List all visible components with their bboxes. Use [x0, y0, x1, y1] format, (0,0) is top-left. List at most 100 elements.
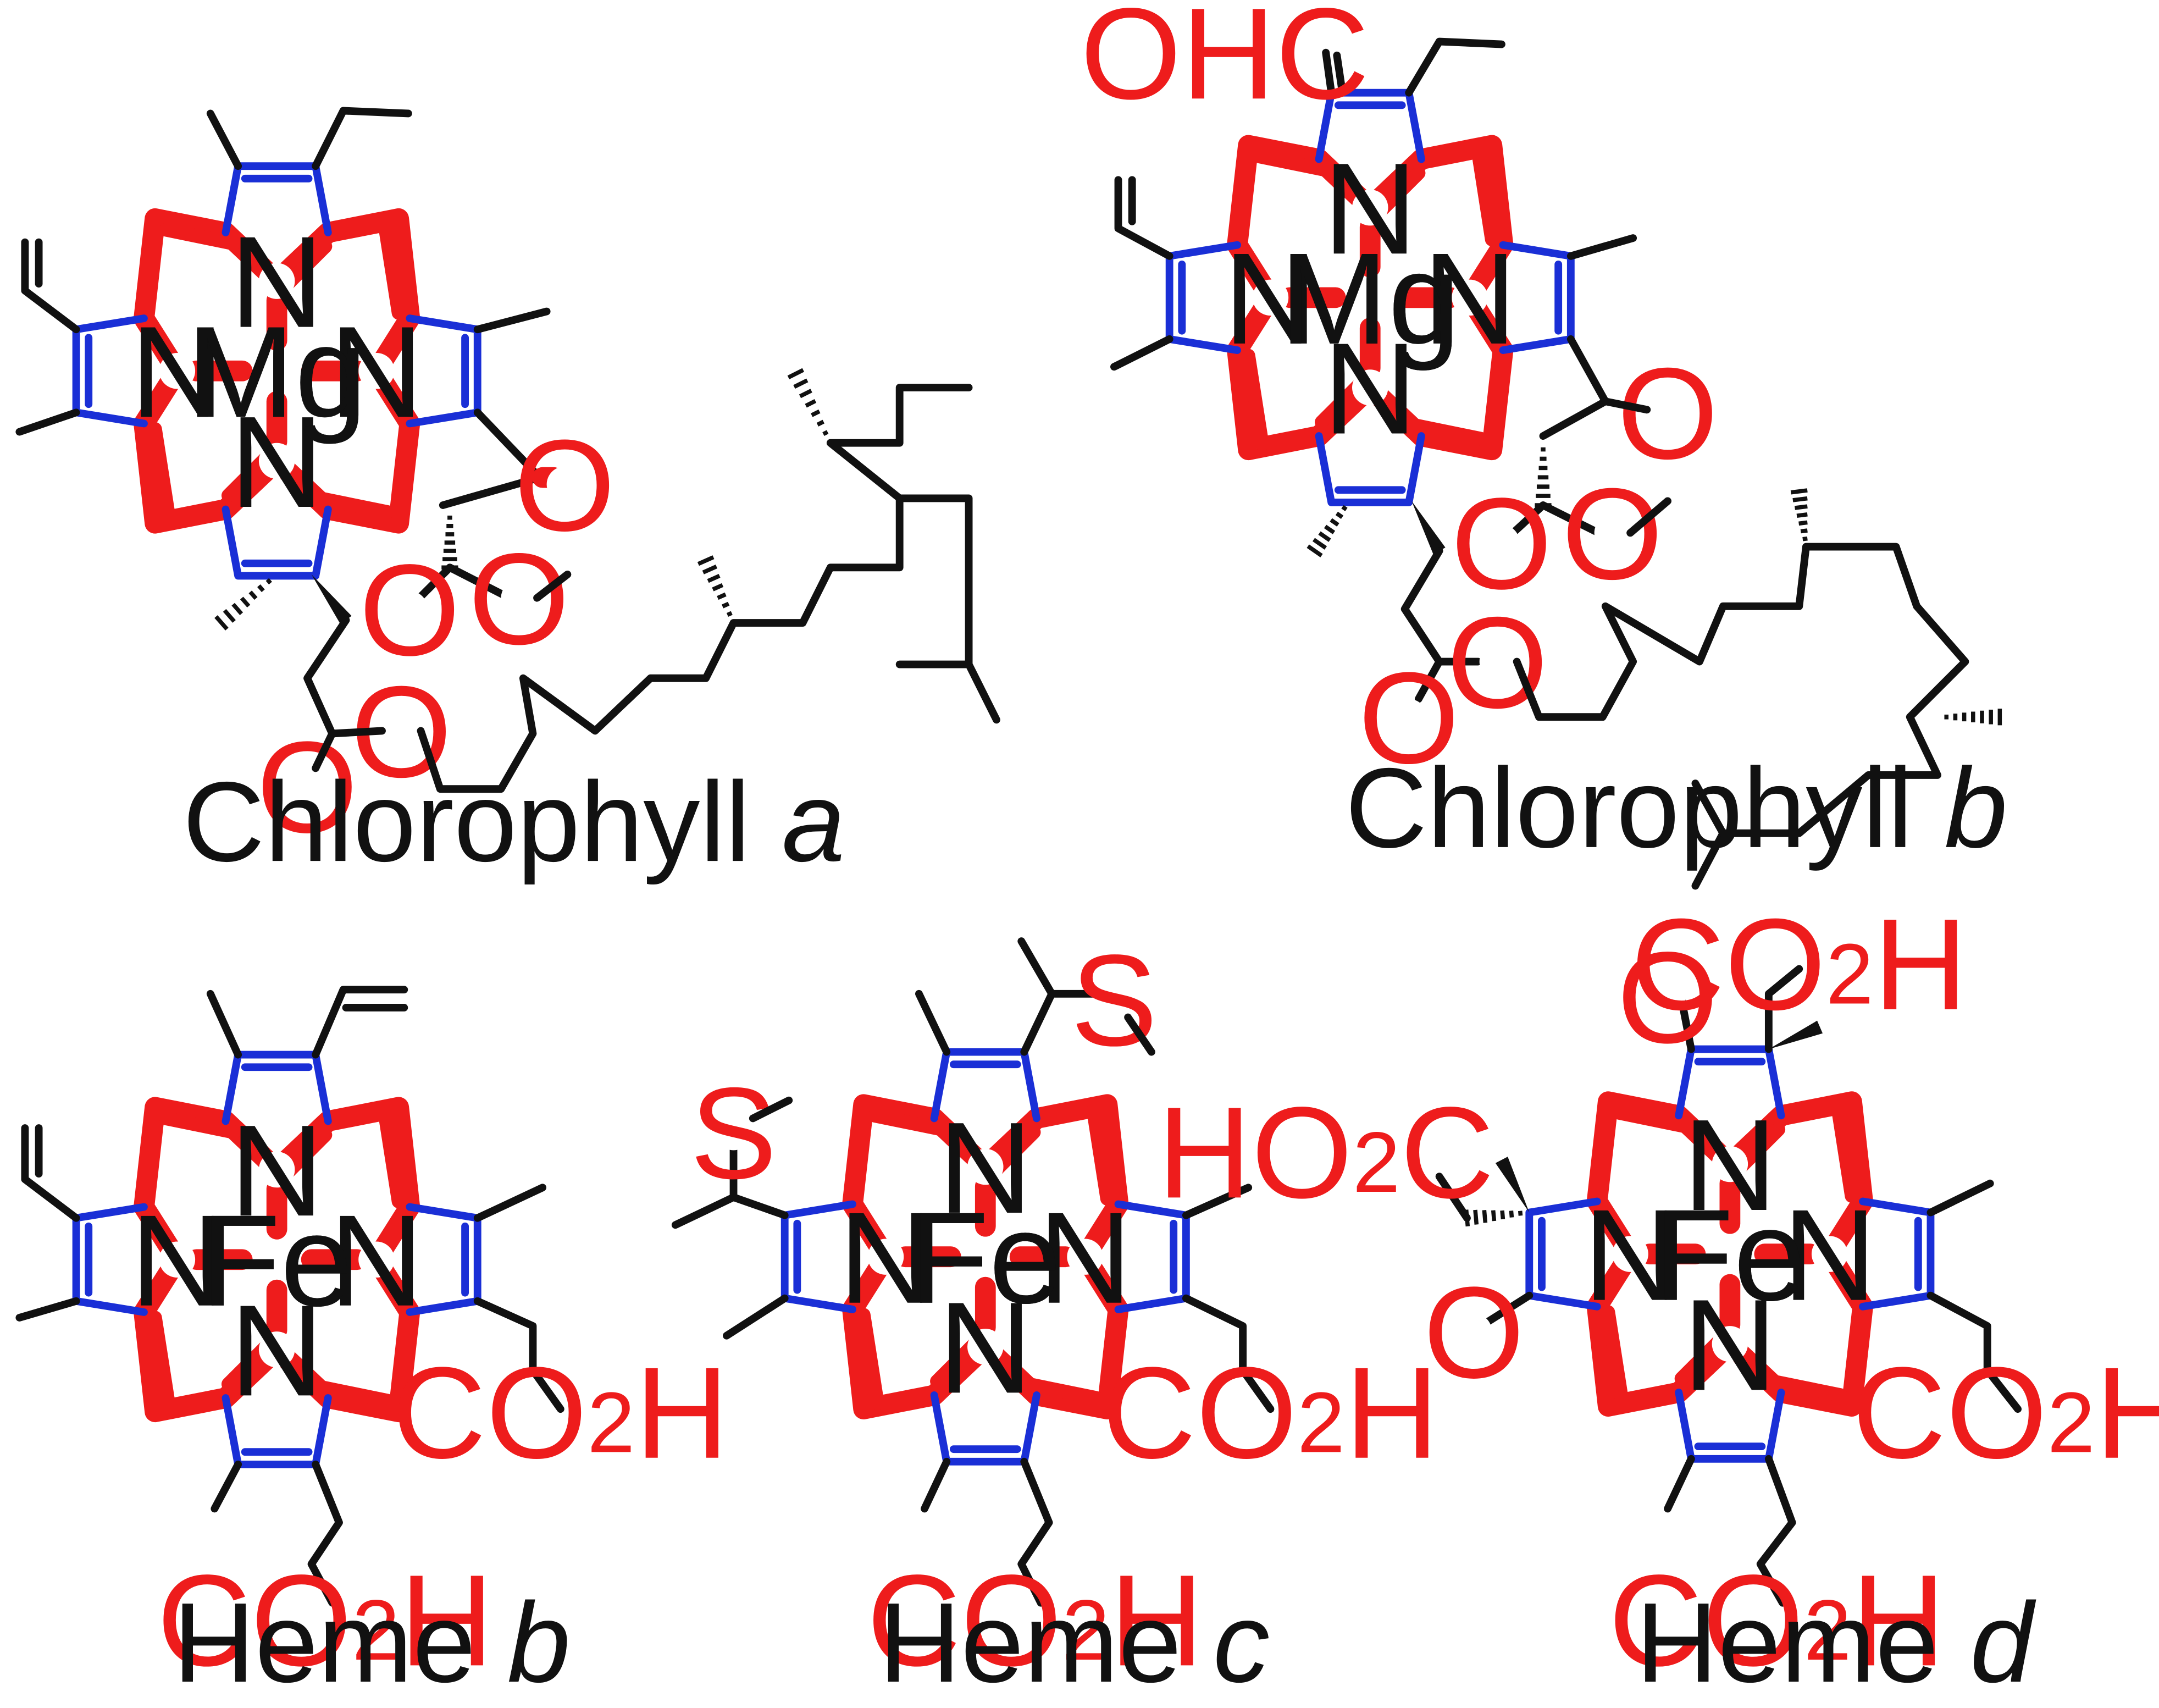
double-bond-mark: [159, 1111, 241, 1140]
carbonyl-oxygen: O: [257, 715, 358, 860]
thioether: [1017, 937, 1056, 1056]
sulfur-atom-bg: [715, 1114, 752, 1151]
double-bond-mark: [867, 1108, 950, 1137]
ketone-oxygen-bg: [546, 466, 583, 502]
heme-d-structure: NNNNFeFeOCO2HOHO2CCO2HCO2HHeme d: [1158, 892, 2159, 1706]
methyl: [1124, 1013, 1155, 1056]
pyrrole-ring-a: [1675, 1045, 1785, 1120]
double-bond-mark: [1021, 1377, 1103, 1405]
methyl: [723, 1294, 789, 1340]
stereo-wedge: [1411, 501, 1446, 555]
vinyl: [312, 986, 408, 1059]
ketone-bond: [1678, 995, 1695, 1053]
formyl-double: [1333, 51, 1347, 97]
nitrogen-atom-bg: [358, 353, 395, 389]
nitrogen-atom: N: [1782, 1183, 1876, 1328]
nitrogen-atom-bg: [1352, 369, 1388, 406]
nitrogen-atom: N: [938, 1275, 1032, 1420]
carbonyl-oxygen-bg: [289, 768, 325, 804]
methyl: [15, 408, 80, 436]
pyrrole-ring-c: [1499, 241, 1575, 354]
methyl: [1182, 1184, 1253, 1219]
nitrogen-atom: N: [130, 300, 224, 445]
carbonyl-oxygen-bg: [391, 591, 428, 627]
nitrogen-atom: N: [230, 210, 324, 355]
double-bond-mark: [148, 422, 176, 525]
heme-b-caption: Heme b: [173, 1579, 571, 1706]
metal-atom: Mg: [1280, 226, 1460, 372]
propionate-chain: [303, 616, 350, 738]
metal-atom-label: Mg: [1280, 226, 1460, 372]
nitrogen-atom-bg: [967, 1148, 1004, 1185]
carboxylic-acid-label: CO2H: [157, 1548, 494, 1693]
methyl: [1664, 1455, 1695, 1513]
methoxy: [1626, 497, 1672, 537]
vinyl: [21, 238, 80, 334]
ester-oxygen-bg: [383, 712, 419, 749]
ketone-bond: [1483, 1291, 1534, 1326]
metal-atom-bg: [258, 1241, 295, 1278]
double-bond-mark: [1252, 149, 1335, 178]
vinyl: [1114, 176, 1173, 260]
double-bond-mark: [1612, 1105, 1694, 1134]
sulfur-atom: S: [1071, 928, 1158, 1073]
double-bond-mark: [1765, 1374, 1848, 1402]
carbonyl-oxygen: O: [359, 538, 460, 683]
ketone-oxygen: O: [1617, 341, 1718, 487]
vinyl: [21, 1124, 80, 1222]
ketone-oxygen-bg: [1455, 1313, 1492, 1350]
nitrogen-atom: N: [1683, 1093, 1777, 1238]
carbonyl-oxygen: O: [1358, 646, 1459, 791]
nitrogen-atom-bg: [867, 1239, 904, 1275]
stereo-hash: [697, 555, 733, 617]
ester-oxygen-bg: [1479, 643, 1516, 680]
ethyl: [312, 107, 412, 170]
metal-atom-bg: [258, 353, 295, 389]
stereo-hash: [1944, 709, 2002, 726]
pyrrole-ring-b: [72, 314, 148, 428]
methyl: [206, 990, 242, 1059]
nitrogen-atom: N: [329, 1189, 423, 1334]
cyclopentanone: [1539, 335, 1609, 440]
carbonyl-oxygen-bg: [1483, 524, 1520, 561]
methyl: [15, 1297, 80, 1322]
nitrogen-atom-bg: [967, 1329, 1004, 1365]
nitrogen-atom-bg: [1452, 279, 1488, 316]
metal-atom-bg: [967, 1239, 1004, 1275]
sulfur-atom: S: [690, 1061, 777, 1206]
stereo-hash: [1307, 505, 1348, 557]
nitrogen-atom: N: [329, 300, 423, 445]
nitrogen-atom-bg: [258, 443, 295, 479]
metal-atom: Fe: [910, 1186, 1061, 1331]
pyrrole-ring-d: [930, 1391, 1040, 1466]
methyl: [915, 990, 951, 1056]
pyrrole-ring-b: [1165, 241, 1241, 354]
double-bond-mark: [1241, 349, 1269, 451]
ester-oxygen-bg: [1594, 515, 1631, 551]
carbonyl: [312, 729, 336, 772]
propionate-chain: [1756, 1455, 1796, 1607]
nitrogen-atom: N: [1423, 226, 1517, 372]
propionate-chain: [307, 1460, 343, 1607]
nitrogen-atom-bg: [159, 353, 196, 389]
nitrogen-atom: N: [1683, 1273, 1777, 1418]
nitrogen-atom-bg: [1712, 1326, 1748, 1362]
pyrrole-ring-a: [222, 1051, 332, 1125]
methyl: [206, 109, 242, 170]
nitrogen-atom: N: [1584, 1183, 1678, 1328]
double-bond-mark: [1086, 1103, 1114, 1206]
carbonyl-oxygen: O: [1451, 472, 1552, 617]
ester-oxygen-bg: [501, 579, 538, 616]
stereo-hash: [1790, 488, 1808, 541]
carbonyl-oxygen-bg: [1391, 699, 1427, 735]
isoprenoid-tail: [895, 494, 1000, 724]
pyrrole-ring-c: [406, 314, 481, 428]
pyrrole-ring-b: [780, 1200, 857, 1313]
methyl: [473, 1184, 547, 1222]
pyrrole-ring-a: [222, 162, 332, 236]
nitrogen-atom-bg: [159, 1241, 196, 1278]
ketone-oxygen: O: [1424, 1261, 1525, 1406]
